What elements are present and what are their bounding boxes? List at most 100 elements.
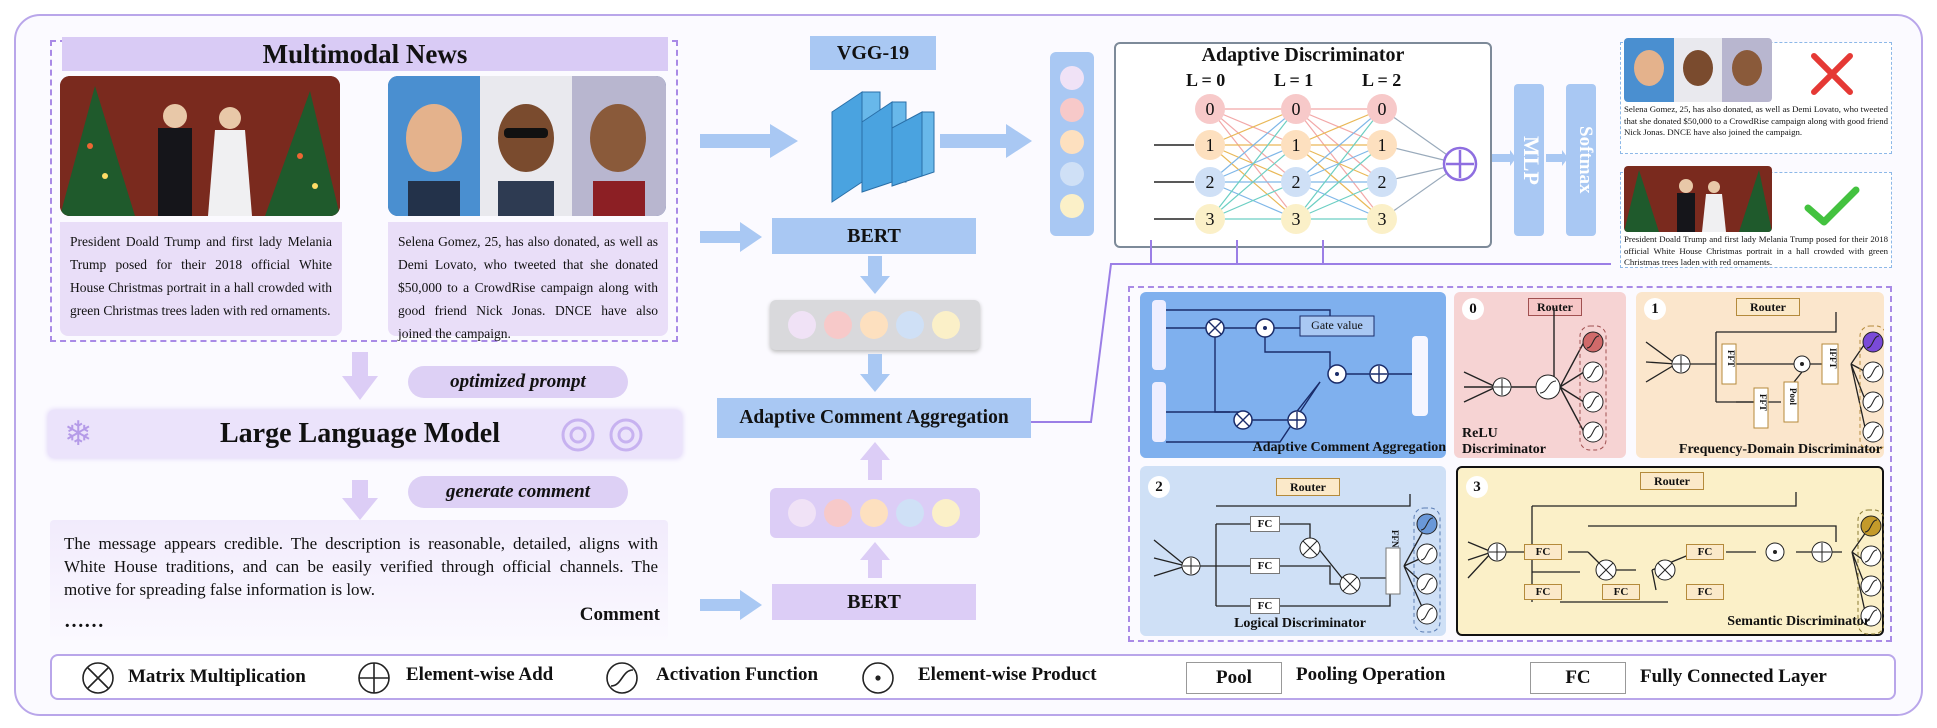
freq-router: Router [1736,298,1800,316]
news-1-text: President Doald Trump and first lady Mel… [60,222,342,336]
arrow-to-vgg [700,124,798,158]
freq-pool: Pool [1788,388,1798,405]
arrow-gray-down [860,354,890,392]
output-fake-text: Selena Gomez, 25, has also donated, as w… [1624,104,1888,137]
news-image-christmas [60,76,340,216]
gate-value-label: Gate value [1311,318,1363,332]
relu-label: ReLU Discriminator [1462,426,1546,457]
adaptive-discriminator-title: Adaptive Discriminator [1201,44,1405,66]
logical-label: Logical Discriminator [1234,616,1366,631]
layer-label-0: L = 0 [1186,70,1226,90]
feature-vector-column [1050,52,1094,236]
semantic-num-badge: 3 [1466,476,1488,498]
vgg19-label: VGG-19 [810,36,936,70]
output-real-image [1624,166,1772,232]
legend-fc: Fully Connected Layer [1640,666,1827,687]
semantic-fc-1: FC [1524,544,1562,560]
frequency-diagram [1645,312,1884,451]
legend-fc-box: FC [1530,662,1626,694]
aca-main-box: Adaptive Comment Aggregation [717,398,1031,438]
node-l0-0: 0 [1195,94,1225,124]
activation-icon [606,662,638,694]
freq-label: Frequency-Domain Discriminator [1678,442,1882,457]
openai-logo-icon [556,413,656,462]
legend-matmul: Matrix Multiplication [128,666,306,687]
arrows-to-output [1492,150,1568,166]
node-l0-3: 3 [1195,204,1225,234]
logical-ffn: FFN [1390,530,1400,548]
freq-num-badge: 1 [1644,298,1666,320]
logical-diagram [1153,494,1441,633]
relu-num-badge: 0 [1462,298,1484,320]
arrow-bert-down [860,256,890,294]
legend-activation: Activation Function [656,664,819,685]
relu-diagram [1463,308,1607,451]
news-image-faces [388,76,666,216]
legend-pool: Pooling Operation [1296,664,1446,685]
vgg19-cnn-icon [822,72,942,209]
node-l2-0: 0 [1367,94,1397,124]
node-l1-1: 1 [1281,130,1311,160]
matmul-icon [82,662,114,694]
legend-add: Element-wise Add [406,664,554,685]
node-l2-3: 3 [1367,204,1397,234]
layer-label-2: L = 2 [1362,70,1402,90]
semantic-fc-3: FC [1602,584,1640,600]
layer-label-1: L = 1 [1274,70,1314,90]
generate-comment-label: generate comment [408,476,628,508]
news-2-text: Selena Gomez, 25, has also donated, as w… [388,222,668,341]
node-l2-1: 1 [1367,130,1397,160]
comment-embedding-purple [770,488,980,538]
legend-product: Element-wise Product [918,664,1097,685]
comment-embedding-gray [770,300,980,350]
product-icon [862,662,894,694]
aca-detail-diagram [1152,300,1428,443]
logical-fc-1: FC [1250,516,1280,532]
logical-router: Router [1276,478,1340,496]
softmax-label: Softmax [1575,126,1596,194]
aca-detail-panel [1140,292,1446,458]
node-l1-0: 0 [1281,94,1311,124]
semantic-fc-4: FC [1686,544,1724,560]
logical-fc-3: FC [1250,598,1280,614]
multimodal-news-title: Multimodal News [62,37,668,71]
add-icon [358,662,390,694]
optimized-prompt-label: optimized prompt [408,366,628,398]
semantic-fc-2: FC [1524,584,1562,600]
node-l1-2: 2 [1281,167,1311,197]
comment-box [50,520,668,640]
fake-cross-icon [1808,50,1856,103]
bert-bottom: BERT [772,584,976,620]
semantic-label: Semantic Discriminator [1727,614,1870,629]
mlp-label: MLP [1519,135,1544,185]
node-l0-2: 2 [1195,167,1225,197]
freq-fft-2: FFT [1758,394,1768,411]
semantic-fc-5: FC [1686,584,1724,600]
arrow-vgg-to-features [940,124,1032,158]
semantic-router: Router [1640,472,1704,490]
node-l1-3: 3 [1281,204,1311,234]
arrow-down-2 [342,480,378,520]
legend-pool-box: Pool [1186,662,1282,694]
output-fake-image [1624,38,1772,102]
relu-router: Router [1528,298,1582,316]
aca-to-discriminator-connector [1031,240,1611,423]
snowflake-icon: ❄ [64,416,93,453]
arrow-down-1 [342,352,378,400]
arrow-to-bert-bottom [700,590,762,620]
comment-ellipsis: …… [64,610,104,632]
comment-label: Comment [579,604,660,625]
output-real-text: President Doald Trump and first lady Mel… [1624,234,1888,267]
llm-title: Large Language Model [220,418,500,449]
detail-panels-dashed-box [1128,286,1892,642]
arrow-to-bert [700,222,762,252]
node-l2-2: 2 [1367,167,1397,197]
freq-ifft: IFFT [1828,348,1838,369]
logical-fc-2: FC [1250,558,1280,574]
aca-detail-label: Adaptive Comment Aggregation [1252,440,1446,455]
freq-fft-1: FFT [1726,350,1736,367]
real-check-icon [1804,186,1860,231]
node-l0-1: 1 [1195,130,1225,160]
softmax-block [1566,84,1596,236]
frequency-discriminator-panel [1636,292,1884,458]
